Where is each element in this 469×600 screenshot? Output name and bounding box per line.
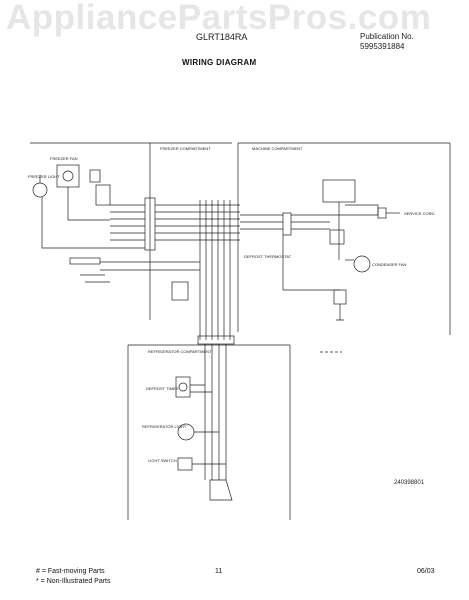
- publication-date: 06/03: [417, 568, 435, 575]
- label-light-switch: LIGHT SWITCH: [148, 458, 177, 463]
- label-condenser-fan: CONDENSER FAN: [372, 262, 407, 267]
- label-freezer-light: FREEZER LIGHT: [28, 174, 60, 179]
- diagram-title: WIRING DIAGRAM: [182, 58, 257, 67]
- freezer-switch-box: [171, 281, 189, 301]
- freezer-light-symbol: [32, 182, 48, 198]
- harness-junction: [197, 335, 235, 345]
- label-refrigerator-light: REFRIGERATOR LIGHT: [142, 424, 187, 429]
- legend-fast-moving: # = Fast-moving Parts: [36, 568, 105, 575]
- label-machine-compartment: MACHINE COMPARTMENT: [252, 146, 303, 151]
- condenser-fan-symbol: [353, 255, 371, 273]
- publication-label: Publication No.: [360, 32, 414, 41]
- machine-terminal-block: [282, 212, 292, 236]
- label-freezer-fan: FREEZER FAN: [50, 156, 78, 161]
- freezer-fan-box: [56, 164, 80, 188]
- freezer-terminal-block: [144, 197, 156, 251]
- drawing-number: 240398801: [394, 480, 425, 486]
- publication-number: 5995391884: [360, 42, 405, 51]
- defrost-timer-box: [175, 376, 191, 398]
- compressor-box: [322, 179, 356, 203]
- label-defrost-thermostat: DEFROST THERMOSTAT: [244, 254, 292, 259]
- label-defrost-timer: DEFROST TIMER: [146, 386, 179, 391]
- freezer-compartment-border: [149, 143, 151, 320]
- label-service-cord: SERVICE CORD: [404, 211, 434, 216]
- light-switch-box: [177, 457, 193, 471]
- legend-non-illustrated: * = Non-Illustrated Parts: [36, 578, 111, 585]
- service-cord-plug: [377, 207, 387, 219]
- machine-compartment-border: [237, 142, 451, 335]
- model-number: GLRT184RA: [196, 32, 248, 42]
- page-number: 11: [215, 568, 223, 575]
- label-freezer-compartment: FREEZER COMPARTMENT: [160, 146, 211, 151]
- publication-block: Publication No. 5995391884: [360, 32, 414, 52]
- watermark: AppliancePartsPros.com: [6, 0, 432, 37]
- refrigerator-compartment-border: [127, 344, 291, 520]
- label-refrigerator-compartment: REFRIGERATOR COMPARTMENT: [148, 349, 212, 354]
